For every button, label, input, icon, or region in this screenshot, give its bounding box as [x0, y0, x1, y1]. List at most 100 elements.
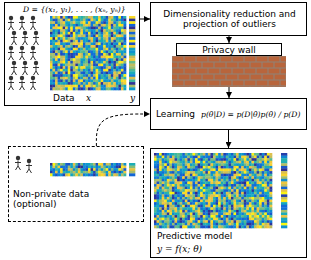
heatmap-cell [228, 158, 231, 161]
heatmap-cell [103, 163, 106, 166]
heatmap-cell [167, 174, 170, 177]
heatmap-cell [210, 153, 213, 156]
heatmap-cell [254, 161, 257, 164]
heatmap-cell [53, 40, 56, 43]
heatmap-cell [159, 184, 162, 187]
heatmap-cell [244, 197, 247, 200]
heatmap-cell [78, 82, 81, 85]
heatmap-cell [200, 156, 203, 159]
heatmap-cell [175, 200, 178, 203]
heatmap-cell [80, 29, 83, 32]
heatmap-cell [182, 200, 185, 203]
heatmap-cell [159, 174, 162, 177]
heatmap-cell [60, 45, 63, 48]
heatmap-cell [70, 42, 73, 45]
heatmap-cell [55, 53, 58, 56]
heatmap-cell [159, 205, 162, 208]
heatmap-cell [96, 61, 99, 64]
heatmap-cell [85, 72, 88, 75]
heatmap-cell [78, 35, 81, 38]
heatmap-cell [257, 192, 260, 195]
heatmap-cell [205, 156, 208, 159]
heatmap-cell [185, 205, 188, 208]
heatmap-cell [203, 205, 206, 208]
heatmap-cell [103, 56, 106, 59]
heatmap-cell [78, 163, 81, 166]
heatmap-cell [103, 37, 106, 40]
heatmap-cell [68, 163, 71, 166]
heatmap-cell [234, 205, 237, 208]
heatmap-cell [113, 29, 116, 32]
heatmap-cell [65, 72, 68, 75]
heatmap-cell [157, 153, 160, 156]
heatmap-cell [164, 197, 167, 200]
heatmap-cell [93, 16, 96, 19]
heatmap-cell [254, 181, 257, 184]
heatmap-cell [216, 156, 219, 159]
heatmap-cell [78, 85, 81, 88]
heatmap-cell [172, 166, 175, 169]
heatmap-cell [53, 79, 56, 82]
heatmap-cell [154, 181, 157, 184]
heatmap-cell [257, 202, 260, 205]
heatmap-cell [198, 197, 201, 200]
heatmap-cell [85, 171, 88, 174]
heatmap-cell [60, 61, 63, 64]
heatmap-cell [218, 161, 221, 164]
heatmap-cell [50, 66, 53, 69]
heatmap-cell [244, 174, 247, 177]
heatmap-cell [123, 40, 126, 43]
heatmap-cell [55, 64, 58, 67]
heatmap-cell [106, 37, 109, 40]
heatmap-cell [116, 45, 119, 48]
heatmap-cell [264, 153, 267, 156]
heatmap-cell [111, 58, 114, 61]
heatmap-cell [246, 187, 249, 190]
heatmap-cell [172, 176, 175, 179]
heatmap-cell [103, 16, 106, 19]
heatmap-cell [63, 50, 66, 53]
heatmap-cell [244, 153, 247, 156]
heatmap-cell [93, 64, 96, 67]
heatmap-cell [154, 158, 157, 161]
heatmap-cell [108, 19, 111, 22]
heatmap-cell [78, 21, 81, 24]
heatmap-cell [203, 161, 206, 164]
heatmap-cell [159, 187, 162, 190]
heatmap-cell [50, 87, 53, 90]
heatmap-cell [175, 192, 178, 195]
heatmap-cell [85, 166, 88, 169]
heatmap-cell [218, 184, 221, 187]
heatmap-cell [111, 77, 114, 80]
heatmap-cell [187, 200, 190, 203]
heatmap-cell [216, 153, 219, 156]
heatmap-cell [185, 171, 188, 174]
heatmap-cell [98, 85, 101, 88]
heatmap-cell [180, 153, 183, 156]
heatmap-cell [154, 156, 157, 159]
heatmap-cell [241, 161, 244, 164]
heatmap-cell [264, 202, 267, 205]
heatmap-cell [157, 202, 160, 205]
heatmap-cell [198, 174, 201, 177]
heatmap-cell [123, 24, 126, 27]
heatmap-cell [80, 64, 83, 67]
heatmap-cell [223, 171, 226, 174]
heatmap-cell [93, 37, 96, 40]
heatmap-cell [159, 200, 162, 203]
heatmap-cell [249, 156, 252, 159]
heatmap-cell [208, 181, 211, 184]
heatmap-cell [123, 72, 126, 75]
heatmap-cell [213, 189, 216, 192]
heatmap-cell [198, 181, 201, 184]
heatmap-cell [85, 82, 88, 85]
heatmap-cell [228, 197, 231, 200]
heatmap-cell [65, 77, 68, 80]
heatmap-cell [113, 171, 116, 174]
heatmap-cell [208, 192, 211, 195]
heatmap-cell [234, 156, 237, 159]
heatmap-cell [169, 192, 172, 195]
heatmap-cell [172, 156, 175, 159]
heatmap-cell [88, 50, 91, 53]
heatmap-cell [129, 171, 135, 174]
